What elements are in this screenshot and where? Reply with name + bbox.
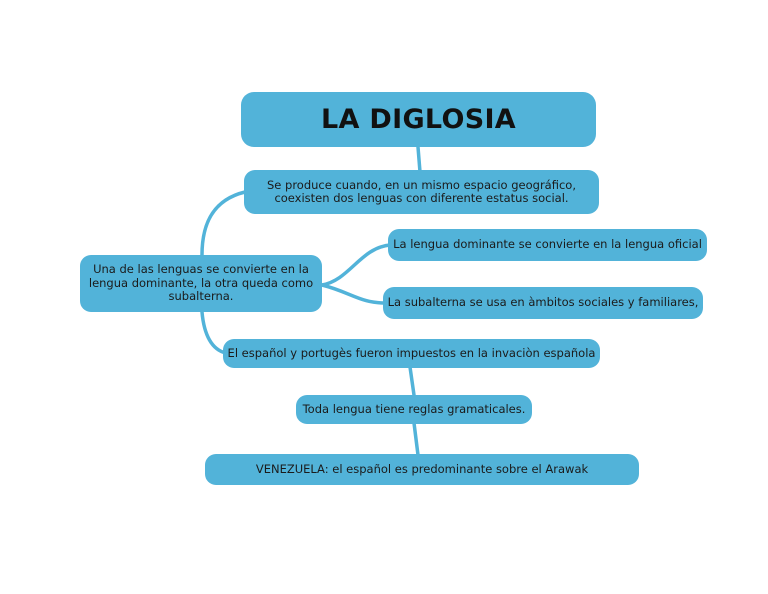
imposed-languages-text: El español y portugès fueron impuestos e… bbox=[227, 345, 596, 360]
connector-title-definition bbox=[416, 145, 422, 174]
dominance-text: Una de las lenguas se convierte en la le… bbox=[88, 262, 314, 304]
imposed-languages-node: El español y portugès fueron impuestos e… bbox=[223, 339, 600, 368]
connector-dominance-imposed bbox=[200, 310, 228, 355]
definition-node: Se produce cuando, en un mismo espacio g… bbox=[244, 170, 599, 214]
connector-definition-dominance bbox=[200, 190, 247, 257]
subaltern-use-node: La subalterna se usa en àmbitos sociales… bbox=[383, 287, 703, 319]
connector-dominance-subaltern bbox=[320, 283, 387, 305]
official-language-text: La lengua dominante se convierte en la l… bbox=[393, 237, 702, 252]
title-node: LA DIGLOSIA bbox=[241, 92, 596, 147]
dominance-node: Una de las lenguas se convierte en la le… bbox=[80, 255, 322, 312]
venezuela-node: VENEZUELA: el español es predominante so… bbox=[205, 454, 639, 485]
subaltern-use-text: La subalterna se usa en àmbitos sociales… bbox=[387, 295, 699, 310]
connector-dominance-official bbox=[320, 243, 392, 287]
venezuela-text: VENEZUELA: el español es predominante so… bbox=[255, 461, 589, 476]
title-text: LA DIGLOSIA bbox=[320, 103, 516, 135]
grammar-node: Toda lengua tiene reglas gramaticales. bbox=[296, 395, 532, 424]
connector-grammar-venezuela bbox=[412, 421, 420, 457]
definition-text: Se produce cuando, en un mismo espacio g… bbox=[267, 177, 576, 205]
connector-imposed-grammar bbox=[408, 365, 416, 397]
grammar-text: Toda lengua tiene reglas gramaticales. bbox=[302, 401, 526, 416]
official-language-node: La lengua dominante se convierte en la l… bbox=[388, 229, 707, 261]
